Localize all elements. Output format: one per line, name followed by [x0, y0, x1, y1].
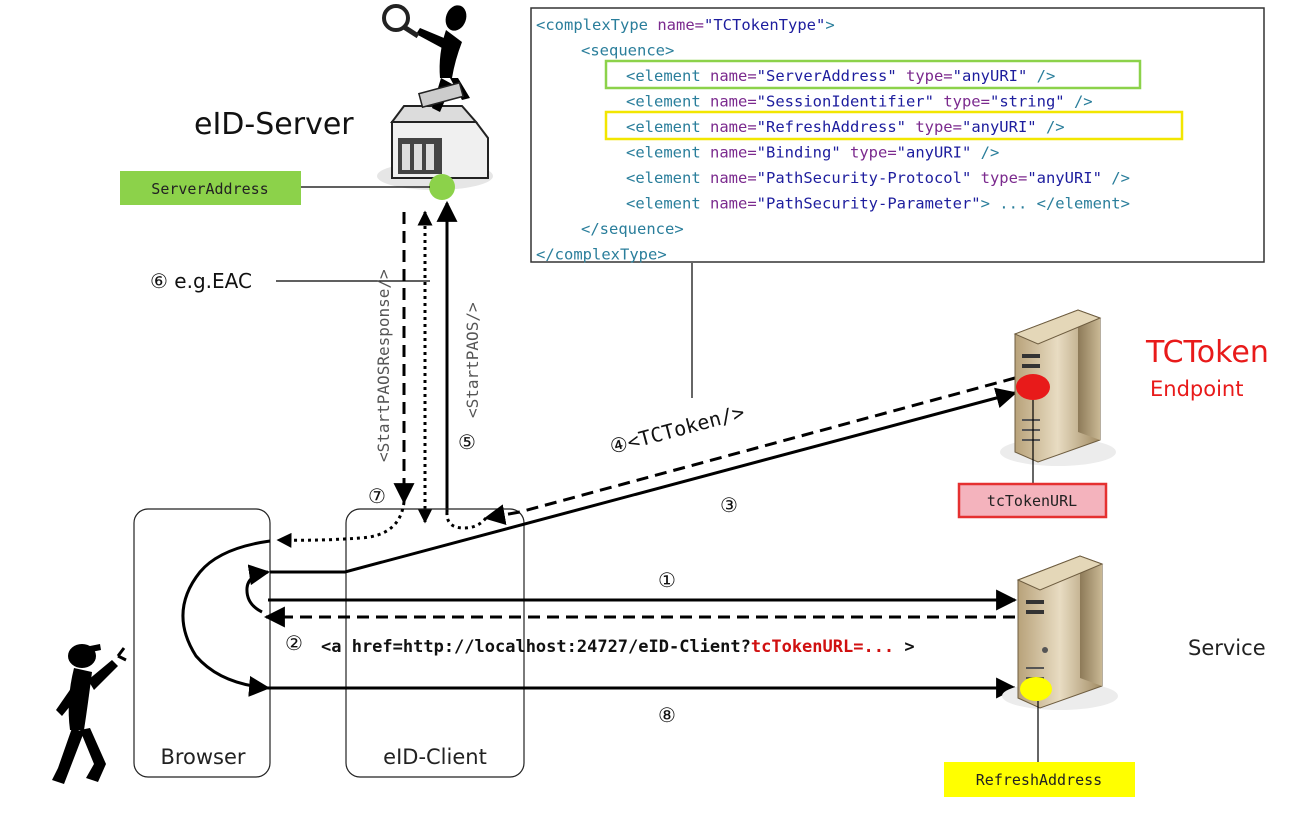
xml-token: "SessionIdentifier" [757, 93, 944, 111]
browser-small-curve [245, 564, 271, 614]
xml-token: <element [626, 169, 710, 187]
eid-client-box [345, 508, 525, 778]
xml-token: "anyURI" [953, 67, 1028, 85]
step6-label: ⑥ e.g.EAC [150, 269, 252, 293]
step5-marker: ⑤ [458, 430, 476, 454]
xml-line: <element name="SessionIdentifier" type="… [626, 93, 1093, 111]
xml-token: "anyURI" [897, 144, 972, 162]
xml-token: "anyURI" [962, 118, 1037, 136]
xml-line: <element name="PathSecurity-Parameter"> … [626, 195, 1130, 213]
browser-label: Browser [160, 745, 245, 769]
tctoken-server-icon [1000, 309, 1116, 466]
step3-marker: ③ [720, 493, 738, 517]
tctoken-url-dot [1016, 374, 1050, 400]
xml-token: type= [981, 169, 1028, 187]
xml-schema-box [530, 7, 1265, 263]
step2-marker: ② [285, 631, 303, 655]
browser-box [133, 508, 271, 778]
xml-line: <complexType name="TCTokenType"> [536, 16, 835, 34]
xml-token: "PathSecurity-Protocol" [757, 169, 981, 187]
xml-token: name= [710, 195, 757, 213]
start-paos-label: <StartPAOS/> [463, 302, 482, 418]
xml-token: "RefreshAddress" [757, 118, 916, 136]
service-label: Service [1188, 636, 1266, 660]
eid-client-label: eID-Client [383, 745, 487, 769]
xml-line: <element name="RefreshAddress" type="any… [626, 118, 1065, 136]
step1-marker: ① [658, 568, 676, 592]
step7-dotted-curve [276, 501, 406, 548]
xml-line: <element name="PathSecurity-Protocol" ty… [626, 169, 1130, 187]
start-paos-response-label: <StartPAOSResponse/> [374, 269, 393, 462]
xml-line: </sequence> [581, 220, 684, 238]
server-address-tag-label: ServerAddress [151, 180, 268, 198]
xml-token: "Binding" [757, 144, 850, 162]
xml-token: name= [710, 169, 757, 187]
xml-token: type= [915, 118, 962, 136]
xml-token: name= [710, 67, 757, 85]
xml-token: "TCTokenType" [704, 16, 825, 34]
xml-token: <element [626, 67, 710, 85]
tctoken-subtitle: Endpoint [1150, 377, 1243, 401]
xml-line: </complexType> [536, 246, 667, 264]
xml-token: </sequence> [581, 220, 684, 238]
server-address-tag [120, 171, 301, 205]
server-address-dot [429, 174, 455, 200]
step3-arrow [270, 387, 1018, 574]
xml-token: /> [1102, 169, 1130, 187]
xml-token: "anyURI" [1027, 169, 1102, 187]
xml-line: <sequence> [581, 42, 674, 60]
xml-token: <element [626, 144, 710, 162]
xml-token: name= [710, 144, 757, 162]
refresh-address-tag-label: RefreshAddress [976, 771, 1102, 789]
xml-token: type= [850, 144, 897, 162]
xml-token: /> [1027, 67, 1055, 85]
xml-token: /> [1065, 93, 1093, 111]
xml-token: "ServerAddress" [757, 67, 906, 85]
tctoken-title: TCToken [1145, 335, 1269, 370]
browser-big-curve [181, 539, 271, 697]
tctoken-url-tag-label: tcTokenURL [987, 492, 1077, 510]
link-prefix: <a href=http://localhost:24727/eID-Clien… [321, 637, 751, 657]
xml-token: name= [657, 16, 704, 34]
tctoken-link-text: <a href=http://localhost:24727/eID-Clien… [321, 637, 915, 657]
refresh-address-dot [1020, 677, 1052, 701]
server-address-highlight [604, 59, 1142, 90]
refresh-address-tag [944, 762, 1135, 797]
xml-token: <element [626, 118, 710, 136]
xml-token: </complexType> [536, 246, 667, 264]
eid-server-title: eID-Server [194, 107, 354, 142]
link-tctoken-url: tcTokenURL=... [751, 637, 894, 657]
service-server-icon [1002, 555, 1118, 710]
xml-code: <complexType name="TCTokenType"><sequenc… [536, 16, 1130, 264]
xml-token: name= [710, 118, 757, 136]
xml-token: > ... </element> [981, 195, 1130, 213]
xml-token: <element [626, 93, 710, 111]
step4-arrow [483, 376, 1016, 526]
xml-token: <element [626, 195, 710, 213]
xml-token: type= [943, 93, 990, 111]
xml-line: <element name="ServerAddress" type="anyU… [626, 67, 1055, 85]
xml-token: <sequence> [581, 42, 674, 60]
xml-token: "PathSecurity-Parameter" [757, 195, 981, 213]
tctoken-url-tag [957, 482, 1108, 519]
xml-token: "string" [990, 93, 1065, 111]
xml-token: type= [906, 67, 953, 85]
xml-token: /> [1037, 118, 1065, 136]
user-figure-icon [52, 644, 127, 784]
xml-token: name= [710, 93, 757, 111]
xml-token: > [825, 16, 834, 34]
eid-server-icon [377, 4, 493, 190]
step8-marker: ⑧ [658, 703, 676, 727]
refresh-address-highlight [604, 110, 1184, 141]
xml-token: /> [971, 144, 999, 162]
step5-dotted-curve [445, 511, 488, 530]
link-suffix: > [894, 637, 914, 657]
xml-token: <complexType [536, 16, 657, 34]
xml-line: <element name="Binding" type="anyURI" /> [626, 144, 999, 162]
step4-label: ④<TCToken/> [607, 400, 747, 459]
step7-marker: ⑦ [368, 484, 386, 508]
